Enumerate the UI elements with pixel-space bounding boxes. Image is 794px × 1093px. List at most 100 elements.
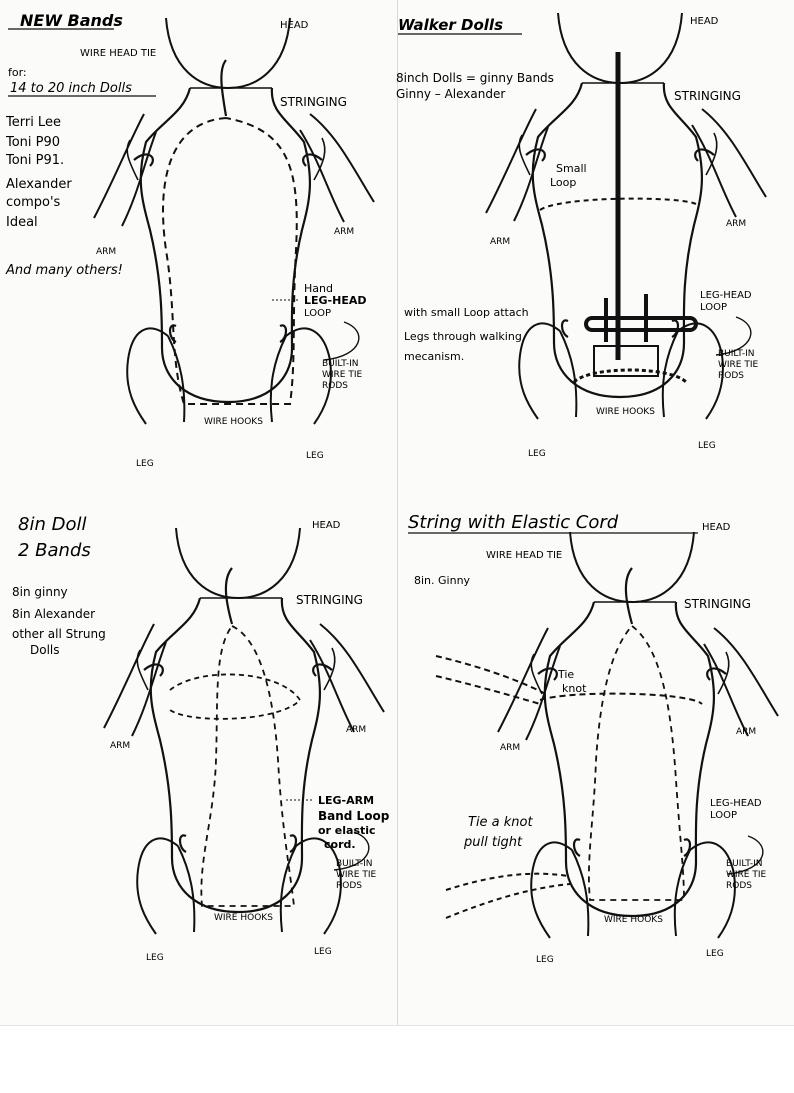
note-line: And many others!: [5, 263, 123, 278]
walking-mechanism-band: [584, 316, 698, 332]
walking-mechanism: [593, 345, 659, 377]
built-in-label: WIRE TIE: [726, 870, 767, 880]
panel-8in-doll-2-bands: 8in Doll 2 Bands HEAD STRINGING 8in ginn…: [12, 514, 390, 963]
loop-label: LOOP: [700, 302, 727, 313]
stringing-label: STRINGING: [684, 597, 751, 611]
tie-knot-label: knot: [562, 682, 587, 695]
built-in-label: BUILT-IN: [726, 859, 763, 869]
note-line: for:: [8, 66, 27, 79]
cord-end: [435, 675, 541, 705]
loop-label: LEG-HEAD: [710, 798, 762, 809]
cord-end: [445, 872, 569, 891]
loop-label: cord.: [324, 838, 356, 851]
page-footer-margin: [0, 1025, 794, 1093]
loop-label: LOOP: [710, 810, 737, 821]
pull-note: Tie a knot: [468, 815, 534, 830]
wire-hooks-label: WIRE HOOKS: [214, 913, 273, 923]
loop-label: Band Loop: [318, 809, 390, 823]
note-line: Ideal: [6, 215, 38, 230]
built-in-label: RODS: [726, 881, 752, 891]
leg-label-left: LEG: [146, 953, 164, 963]
panel-elastic-cord: String with Elastic Cord HEAD WIRE HEAD …: [408, 512, 780, 965]
wire-head-tie-label: WIRE HEAD TIE: [486, 550, 562, 561]
leg-label-right: LEG: [306, 451, 324, 461]
stringing-label: STRINGING: [280, 95, 347, 109]
stringing-label: STRINGING: [674, 89, 741, 103]
arm-label-left: ARM: [96, 247, 116, 257]
built-in-label: BUILT-IN: [322, 359, 359, 369]
wire-head-tie-hook: [220, 59, 228, 117]
arm-label-left: ARM: [110, 741, 130, 751]
loop-label: Hand: [304, 282, 333, 295]
note-line: Toni P90: [5, 135, 60, 150]
built-in-label: RODS: [322, 381, 348, 391]
panel-title: String with Elastic Cord: [408, 512, 619, 533]
head-label: HEAD: [690, 16, 719, 27]
leg-label-left: LEG: [536, 955, 554, 965]
leg-label-right: LEG: [698, 441, 716, 451]
built-in-label: RODS: [718, 371, 744, 381]
loop-label: LEG-HEAD: [700, 290, 752, 301]
cord-end: [435, 655, 547, 695]
loop-label: LEG-ARM: [318, 794, 374, 807]
head-label: HEAD: [280, 20, 309, 31]
built-in-label: WIRE TIE: [336, 870, 377, 880]
arm-label-left: ARM: [500, 743, 520, 753]
note-line: compo's: [6, 195, 61, 210]
built-in-label: WIRE TIE: [322, 370, 363, 380]
note-line: 8in. Ginny: [414, 574, 471, 587]
stringing-label: STRINGING: [296, 593, 363, 607]
head-label: HEAD: [312, 520, 341, 531]
arm-label-right: ARM: [736, 727, 756, 737]
arm-label-right: ARM: [726, 219, 746, 229]
panel-title: NEW Bands: [20, 11, 123, 30]
panel-title: 2 Bands: [18, 540, 91, 561]
note-line: Ginny – Alexander: [396, 87, 505, 101]
leg-label-left: LEG: [528, 449, 546, 459]
note-line: other all Strung: [12, 627, 106, 641]
leg-head-loop: [588, 625, 685, 901]
leg-label-right: LEG: [314, 947, 332, 957]
arm-label-right: ARM: [346, 725, 366, 735]
leg-label-right: LEG: [706, 949, 724, 959]
loop-label: LOOP: [304, 308, 331, 319]
note-line: Toni P91.: [5, 153, 64, 168]
leg-head-loop: [162, 117, 298, 405]
cord-end: [445, 883, 571, 919]
stringing-diagrams: NEW Bands HEAD WIRE HEAD TIE STRINGING f…: [5, 11, 780, 965]
small-loop-label: Small: [556, 162, 587, 175]
panel-divider: [397, 0, 398, 1025]
tie-knot-label: Tie: [557, 668, 574, 681]
panel-title: Walker Dolls: [398, 16, 503, 34]
leg-arm-band-loop: [200, 625, 296, 907]
wire-hooks-label: WIRE HOOKS: [204, 417, 263, 427]
built-in-label: RODS: [336, 881, 362, 891]
panel-new-bands: NEW Bands HEAD WIRE HEAD TIE STRINGING f…: [5, 11, 376, 469]
small-loop: [539, 197, 697, 211]
arm-band-loop: [169, 673, 302, 720]
head-label: HEAD: [702, 522, 731, 533]
note-line: 8in ginny: [12, 585, 68, 599]
note-line: Terri Lee: [5, 115, 61, 130]
note-line: 8in Alexander: [12, 607, 95, 621]
small-loop-label: Loop: [550, 176, 576, 189]
pull-note: pull tight: [463, 835, 523, 850]
leg-label-left: LEG: [136, 459, 154, 469]
loop-label: LEG-HEAD: [304, 294, 366, 307]
attach-note: with small Loop attach: [404, 306, 529, 319]
built-in-label: BUILT-IN: [336, 859, 373, 869]
built-in-label: WIRE TIE: [718, 360, 759, 370]
attach-note: Legs through walking: [404, 330, 522, 343]
panel-title: 8in Doll: [18, 514, 86, 535]
note-line: 8inch Dolls = ginny Bands: [396, 71, 554, 85]
built-in-label: BUILT-IN: [718, 349, 755, 359]
note-line: Dolls: [30, 643, 60, 657]
arm-label-left: ARM: [490, 237, 510, 247]
wire-hooks-label: WIRE HOOKS: [604, 915, 663, 925]
elastic-cord-arms: [539, 692, 703, 705]
arm-label-right: ARM: [334, 227, 354, 237]
loop-label: or elastic: [318, 824, 376, 837]
wire-hooks-label: WIRE HOOKS: [596, 407, 655, 417]
wire-head-tie-label: WIRE HEAD TIE: [80, 48, 156, 59]
attach-note: mecanism.: [404, 350, 464, 363]
